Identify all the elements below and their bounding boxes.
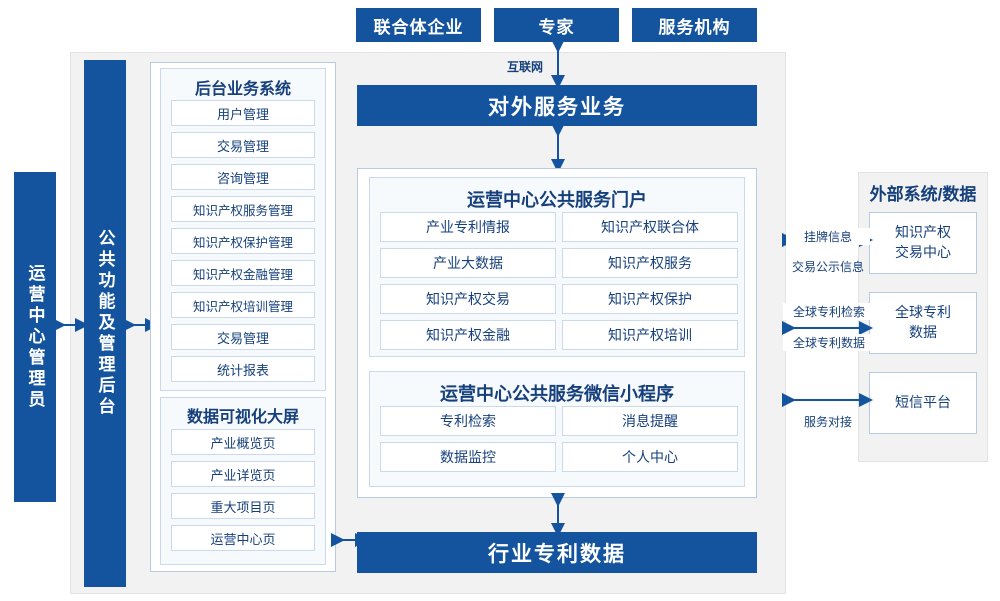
top-actor-联合体企业: 联合体企业 [356, 8, 481, 42]
miniprogram-title: 运营中心公共服务微信小程序 [440, 384, 674, 404]
external-item-1[interactable]: 全球专利 数据 [869, 292, 977, 354]
miniprogram-item-0[interactable]: 专利检索 [380, 406, 556, 436]
dashboard-title: 数据可视化大屏 [186, 409, 299, 426]
arrow-admin-to-common [52, 318, 89, 332]
left-admin-bar: 运营中心管理员 [14, 172, 56, 502]
miniprogram-item-1[interactable]: 消息提醒 [562, 406, 738, 436]
portal-item-3[interactable]: 知识产权服务 [562, 248, 738, 278]
backoffice-title: 后台业务系统 [194, 81, 291, 98]
dashboard-item-3[interactable]: 运营中心页 [171, 525, 315, 551]
backoffice-item-4[interactable]: 知识产权保护管理 [171, 228, 315, 254]
external-item-2[interactable]: 短信平台 [869, 372, 977, 434]
backoffice-item-8[interactable]: 统计报表 [171, 356, 315, 382]
dashboard-item-0[interactable]: 产业概览页 [171, 429, 315, 455]
miniprogram-item-2[interactable]: 数据监控 [380, 442, 556, 472]
portal-title: 运营中心公共服务门户 [467, 190, 647, 210]
top-actor-专家: 专家 [494, 8, 619, 42]
backoffice-item-3[interactable]: 知识产权服务管理 [171, 196, 315, 222]
arrow-internet [551, 39, 565, 89]
portal-item-1[interactable]: 知识产权联合体 [562, 212, 738, 242]
portal-item-0[interactable]: 产业专利情报 [380, 212, 556, 242]
backoffice-item-2[interactable]: 咨询管理 [171, 164, 315, 190]
portal-item-2[interactable]: 产业大数据 [380, 248, 556, 278]
portal-item-4[interactable]: 知识产权交易 [380, 284, 556, 314]
dashboard-item-1[interactable]: 产业详览页 [171, 461, 315, 487]
arrow-service-to-portal [551, 123, 565, 173]
arrow-common-to-backoffice [122, 318, 159, 332]
backoffice-item-5[interactable]: 知识产权金融管理 [171, 260, 315, 286]
external-item-0[interactable]: 知识产权 交易中心 [869, 212, 977, 274]
arrow-external-1 [782, 321, 873, 335]
backoffice-item-1[interactable]: 交易管理 [171, 132, 315, 158]
backoffice-item-0[interactable]: 用户管理 [171, 100, 315, 126]
industry-data-bar: 行业专利数据 [357, 532, 757, 573]
top-actor-服务机构: 服务机构 [632, 8, 757, 42]
external-connector-label-3: 全球专利数据 [783, 334, 875, 351]
external-service-bar: 对外服务业务 [357, 85, 757, 126]
external-title: 外部系统/数据 [869, 185, 977, 204]
external-connector-label-4: 服务对接 [803, 415, 852, 429]
dashboard-item-2[interactable]: 重大项目页 [171, 493, 315, 519]
backoffice-item-6[interactable]: 知识产权培训管理 [171, 292, 315, 318]
portal-item-5[interactable]: 知识产权保护 [562, 284, 738, 314]
internet-label: 互联网 [506, 60, 543, 74]
backoffice-item-7[interactable]: 交易管理 [171, 324, 315, 350]
external-connector-label-1: 交易公示信息 [791, 260, 864, 274]
common-function-bar: 公共功能及管理后台 [84, 60, 126, 587]
external-connector-label-2: 全球专利检索 [783, 303, 875, 320]
miniprogram-item-3[interactable]: 个人中心 [562, 442, 738, 472]
arrow-external-2 [782, 393, 873, 407]
external-connector-label-0: 挂牌信息 [786, 228, 870, 245]
portal-item-6[interactable]: 知识产权金融 [380, 320, 556, 350]
portal-item-7[interactable]: 知识产权培训 [562, 320, 738, 350]
arrow-portal-to-industry-data [551, 493, 565, 537]
